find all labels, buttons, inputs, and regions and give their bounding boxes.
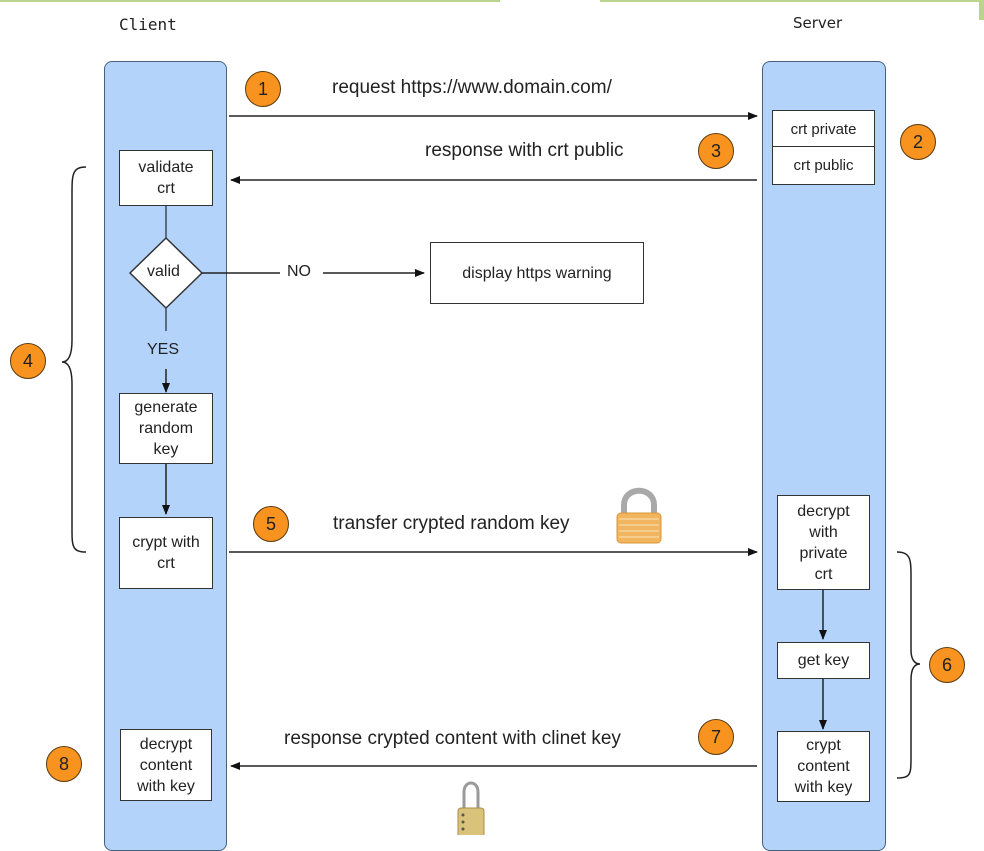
crypt-with-crt-box: crypt with crt [119, 517, 213, 589]
generate-key-box: generate random key [119, 393, 213, 464]
decrypt-content-box: decrypt content with key [120, 729, 212, 801]
server-lane-title: Server [793, 14, 843, 32]
step-badge-3: 3 [698, 133, 734, 169]
get-key-box: get key [777, 642, 870, 679]
top-border-right [600, 0, 984, 2]
crt-private-box: crt private [772, 110, 875, 148]
step-badge-5: 5 [253, 506, 289, 542]
validate-crt-box: validate crt [119, 150, 213, 206]
step-badge-7: 7 [698, 719, 734, 755]
step-badge-6: 6 [929, 647, 965, 683]
decision-label: valid [147, 263, 180, 280]
top-border-edge [979, 0, 984, 20]
top-border-left [0, 0, 500, 2]
yes-label: YES [147, 341, 180, 358]
decrypt-private-box: decrypt with private crt [777, 495, 870, 590]
step-badge-4: 4 [10, 343, 46, 379]
crt-public-box: crt public [772, 146, 875, 185]
padlock-icon [616, 487, 662, 544]
request-label: request https://www.domain.com/ [332, 77, 612, 98]
response-content-label: response crypted content with clinet key [284, 728, 621, 749]
step-badge-2: 2 [900, 124, 936, 160]
step-badge-1: 1 [245, 71, 281, 107]
response-crt-label: response with crt public [425, 140, 624, 161]
client-lane-title: Client [119, 15, 177, 34]
combination-lock-icon [457, 781, 485, 835]
https-warning-box: display https warning [430, 242, 644, 304]
crypt-content-box: crypt content with key [777, 731, 870, 802]
no-label: NO [287, 263, 311, 280]
transfer-key-label: transfer crypted random key [333, 513, 570, 534]
step-badge-8: 8 [46, 746, 82, 782]
brace-step-6 [896, 551, 921, 779]
brace-step-4 [61, 166, 87, 553]
